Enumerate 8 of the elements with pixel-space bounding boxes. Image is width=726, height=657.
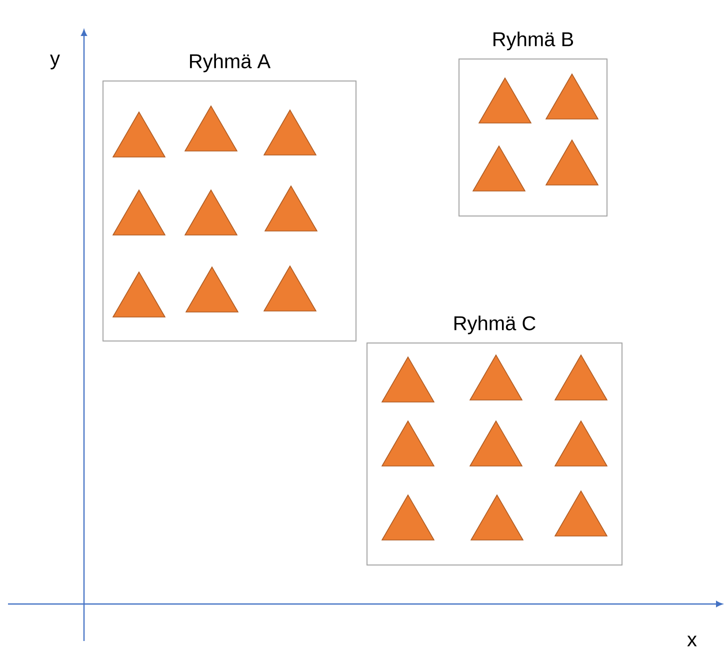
group-box: Ryhmä B xyxy=(458,32,608,216)
group-box: Ryhmä A xyxy=(102,54,356,342)
axis-label: y xyxy=(50,54,60,70)
node-label: Ryhmä B xyxy=(494,32,574,50)
node-label: Ryhmä A xyxy=(190,54,271,72)
group-box: Ryhmä C xyxy=(366,316,622,566)
axis-label: x xyxy=(687,636,697,646)
node-label: Ryhmä C xyxy=(454,316,536,334)
